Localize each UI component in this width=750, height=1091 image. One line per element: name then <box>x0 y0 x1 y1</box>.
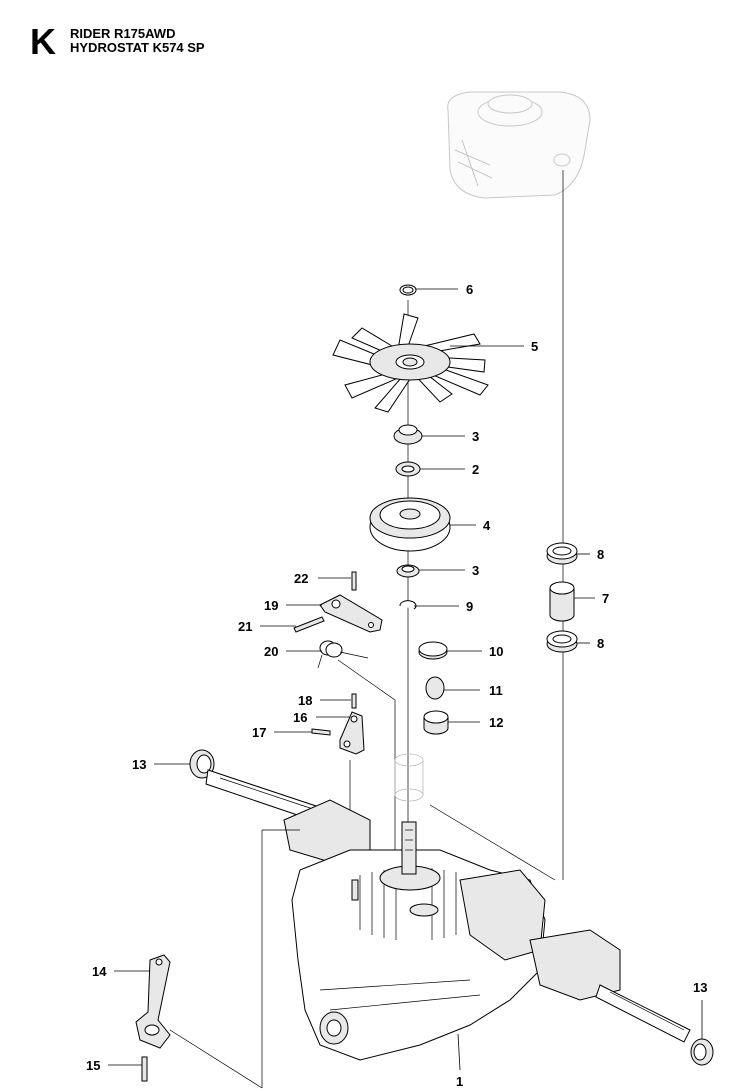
part-13-left-seal <box>189 749 215 779</box>
callout-3-lower: 3 <box>472 563 479 578</box>
part-14-arm <box>135 954 171 1049</box>
callout-17: 17 <box>252 725 266 740</box>
model-name: RIDER R175AWD <box>70 26 176 41</box>
part-12-valve <box>423 710 449 735</box>
callout-3-upper: 3 <box>472 429 479 444</box>
shaft-guide-ghost <box>394 753 424 802</box>
callout-16: 16 <box>293 710 307 725</box>
part-7-bushing <box>549 581 575 622</box>
callout-5: 5 <box>531 339 538 354</box>
part-8-upper-seal <box>546 542 578 565</box>
callout-8-lower: 8 <box>597 636 604 651</box>
callout-12: 12 <box>489 715 503 730</box>
part-11-disc <box>425 676 445 700</box>
part-6-snap-ring <box>399 284 417 296</box>
part-22-pin <box>351 571 357 591</box>
title-block: RIDER R175AWD HYDROSTAT K574 SP <box>70 27 205 55</box>
part-9-circlip <box>399 600 417 610</box>
callout-15: 15 <box>86 1058 100 1073</box>
part-15-pin <box>141 1056 148 1082</box>
callout-7: 7 <box>602 591 609 606</box>
section-letter: K <box>30 21 56 62</box>
callout-13-left: 13 <box>132 757 146 772</box>
callout-11: 11 <box>489 683 503 698</box>
part-21-rod <box>293 616 325 633</box>
callout-14: 14 <box>92 964 107 979</box>
callout-13-right: 13 <box>693 980 707 995</box>
callout-10: 10 <box>489 644 503 659</box>
leader-lines <box>108 288 703 1071</box>
callout-20: 20 <box>264 644 278 659</box>
part-1-transmission <box>205 769 691 1061</box>
part-19-bracket <box>319 594 383 633</box>
callout-8-upper: 8 <box>597 547 604 562</box>
callout-1: 1 <box>456 1074 463 1089</box>
part-3-lower-nut <box>396 564 420 578</box>
callout-22: 22 <box>294 571 308 586</box>
part-4-pulley <box>369 497 451 552</box>
part-8-lower-seal <box>546 630 578 653</box>
part-2-washer <box>395 461 421 477</box>
part-16-lever <box>339 711 365 755</box>
assembly-name: HYDROSTAT K574 SP <box>70 40 205 55</box>
callout-2: 2 <box>472 462 479 477</box>
part-20-spring <box>317 640 369 669</box>
callout-6: 6 <box>466 282 473 297</box>
part-18-pin <box>351 693 357 709</box>
callout-21: 21 <box>238 619 252 634</box>
part-13-right-seal <box>690 1038 714 1066</box>
part-5-fan <box>332 313 489 413</box>
callout-4: 4 <box>483 518 491 533</box>
part-10-cap <box>418 641 448 660</box>
reservoir-ghost <box>447 91 591 199</box>
part-3-upper-nut <box>393 424 423 445</box>
callout-9: 9 <box>466 599 473 614</box>
callout-18: 18 <box>298 693 312 708</box>
part-17-pin <box>311 728 331 736</box>
callout-19: 19 <box>264 598 278 613</box>
